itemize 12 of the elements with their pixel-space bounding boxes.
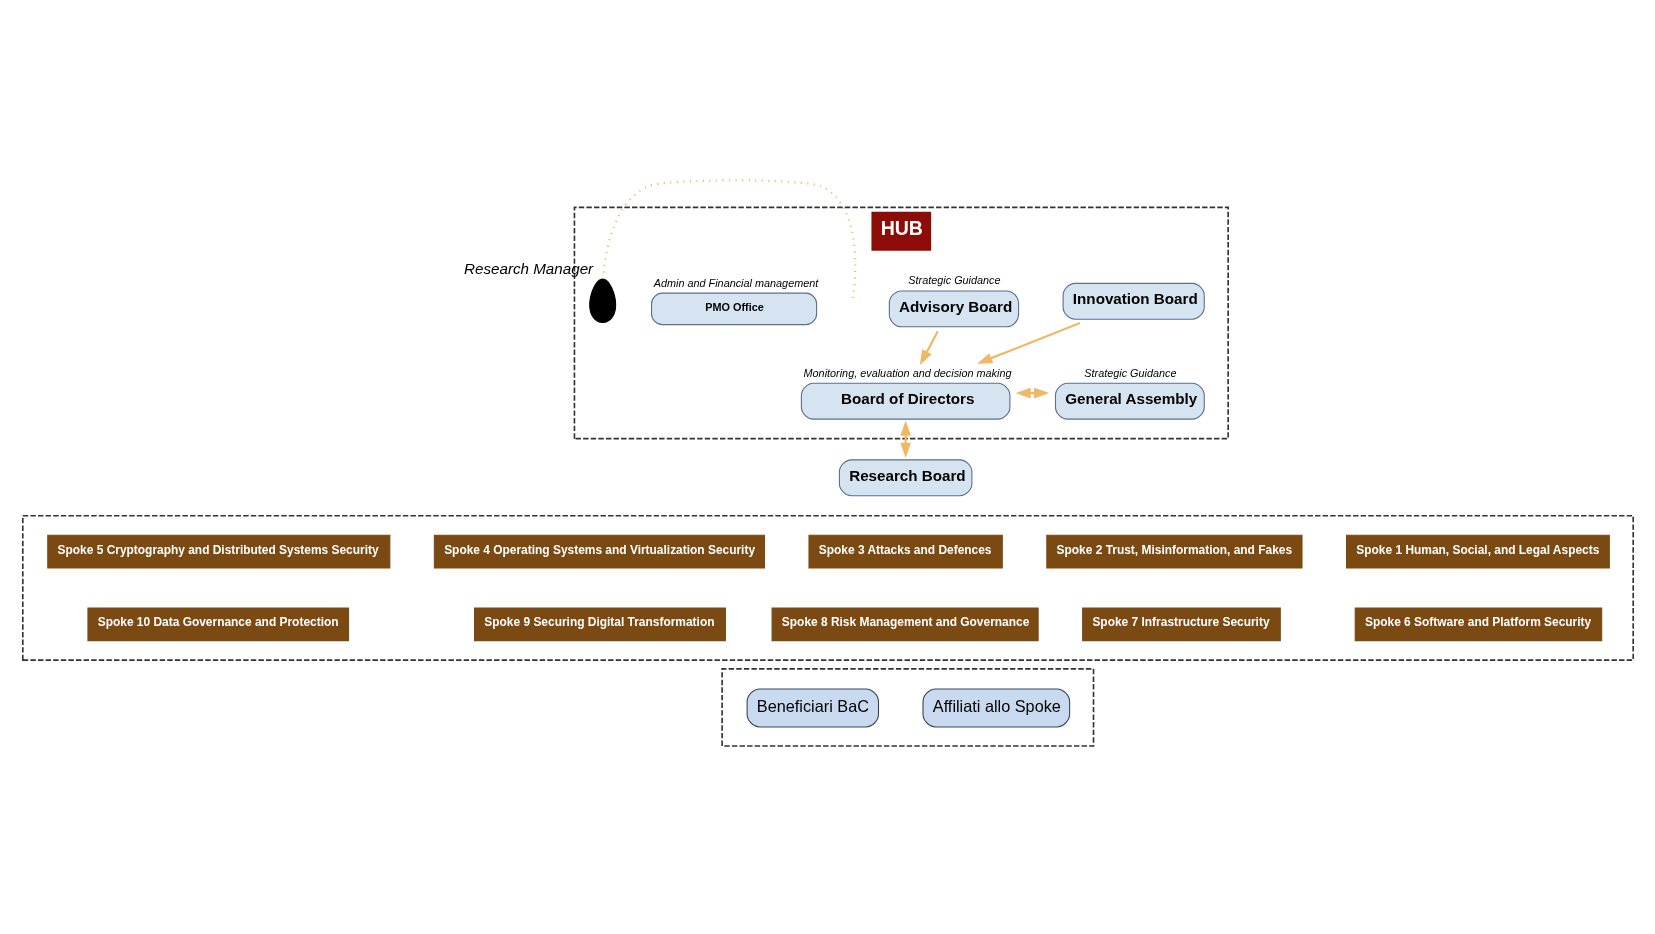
arrow [976,321,1080,364]
node-label: Strategic Guidance [1083,366,1177,379]
node-label: Admin and Financial management [653,276,818,289]
cluster [21,514,1634,661]
arrow [1015,387,1049,398]
node-label: Monitoring, evaluation and decision making [803,366,1012,379]
node-label: Strategic Guidance [907,273,1001,286]
node-person [588,278,616,323]
arrow [919,330,939,365]
arrow [899,419,911,458]
connector [601,178,856,300]
cluster [720,667,1094,747]
